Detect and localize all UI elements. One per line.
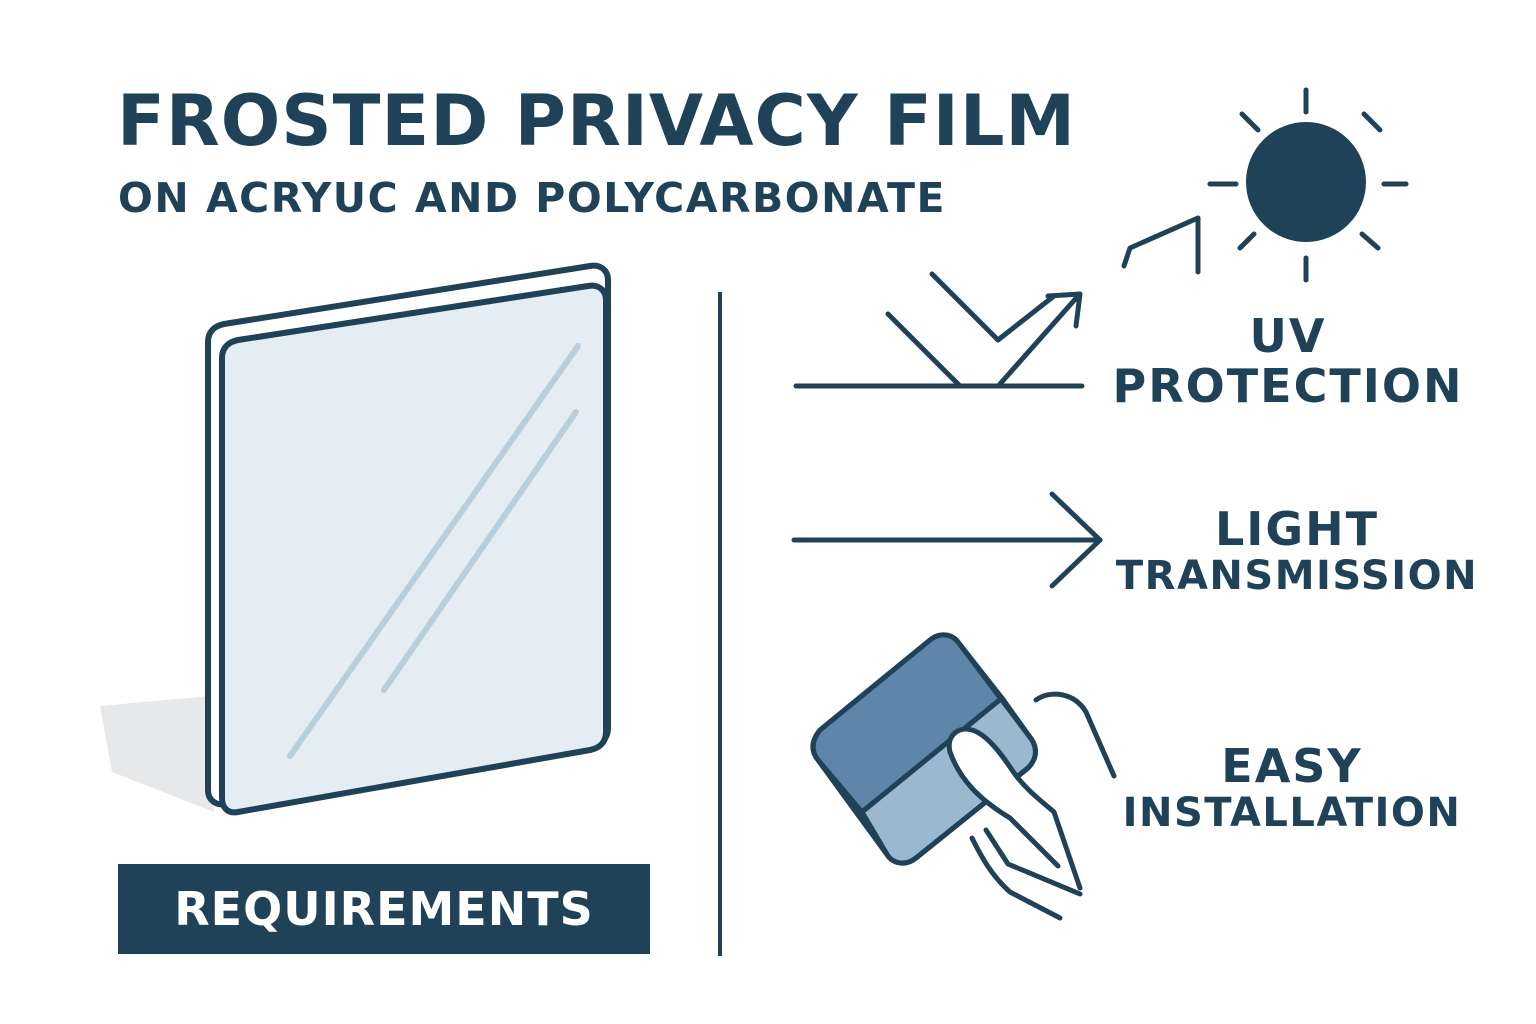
squeegee-hand-icon: [810, 632, 1117, 921]
page-title: FROSTED PRIVACY FILM: [117, 80, 1077, 162]
feature-line1: UV: [1249, 309, 1327, 363]
feature-line1: LIGHT: [1214, 502, 1380, 556]
feature-line1: EASY: [1221, 739, 1363, 793]
sun-icon: [1121, 87, 1409, 283]
hand-wrist: [969, 827, 1083, 921]
feature-line2: TRANSMISSION: [1115, 552, 1479, 599]
feature-easy-installation: EASY INSTALLATION: [1110, 739, 1474, 836]
feature-line2: INSTALLATION: [1122, 789, 1462, 836]
sheet-shine-1: [287, 343, 581, 759]
hand-outline: [1033, 691, 1117, 779]
feature-light-transmission: LIGHT TRANSMISSION: [1110, 502, 1484, 599]
arrow-right-icon: [791, 491, 1103, 589]
requirements-badge: REQUIREMENTS: [118, 864, 650, 954]
reflection-arrow-icon: [793, 271, 1085, 389]
page-subtitle: ON ACRYUC AND POLYCARBONATE: [118, 174, 946, 222]
sun-disk: [1246, 122, 1366, 242]
feature-line2: PROTECTION: [1112, 358, 1464, 413]
sheet-shadow: [100, 696, 214, 812]
sheet-shine-2: [381, 409, 579, 693]
acrylic-sheet-icon: [100, 262, 611, 816]
sheet-front-face: [219, 282, 609, 816]
feature-uv-protection: UV PROTECTION: [1110, 309, 1466, 413]
sun-ray-path: [1121, 215, 1201, 275]
vertical-divider: [718, 292, 722, 956]
hand-finger: [946, 726, 1083, 891]
